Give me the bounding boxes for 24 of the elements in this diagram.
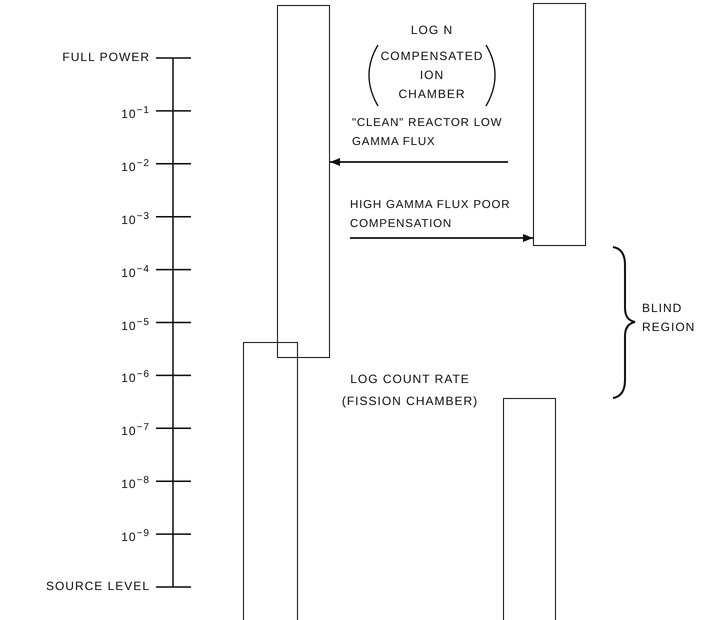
arrow bbox=[330, 158, 508, 166]
tick-label: 10$^{−2}$ bbox=[121, 156, 150, 176]
instrument-label: (FISSION CHAMBER) bbox=[340, 393, 480, 410]
tick-label: 10$^{−1}$ bbox=[121, 104, 150, 123]
tick-label: 10$^{−4}$ bbox=[121, 262, 150, 282]
tick-label: 10$^{−6}$ bbox=[121, 368, 150, 388]
range-bar bbox=[533, 3, 586, 246]
scale-label: FULL POWER bbox=[62, 49, 150, 66]
scale-label: SOURCE LEVEL bbox=[46, 578, 150, 595]
tick-label: 10$^{−3}$ bbox=[121, 210, 150, 229]
instrument-label: LOG N bbox=[410, 22, 454, 39]
arrow bbox=[350, 234, 533, 242]
range-bar bbox=[503, 398, 556, 620]
tick-label: 10$^{−9}$ bbox=[121, 527, 150, 546]
tick-label: 10$^{−5}$ bbox=[121, 316, 150, 334]
range-bar bbox=[277, 5, 330, 358]
arrow-caption: "CLEAN" REACTOR LOW GAMMA FLUX bbox=[352, 114, 508, 163]
tick-label: 10$^{−8}$ bbox=[121, 474, 150, 494]
tick-label: 10$^{−7}$ bbox=[121, 421, 150, 440]
instrument-label: COMPENSATED ION CHAMBER bbox=[380, 48, 484, 103]
arrow-caption: HIGH GAMMA FLUX POOR COMPENSATION bbox=[350, 196, 512, 236]
region-label: BLIND REGION bbox=[642, 300, 696, 336]
instrument-label: LOG COUNT RATE bbox=[349, 371, 471, 388]
range-bar bbox=[243, 342, 298, 620]
